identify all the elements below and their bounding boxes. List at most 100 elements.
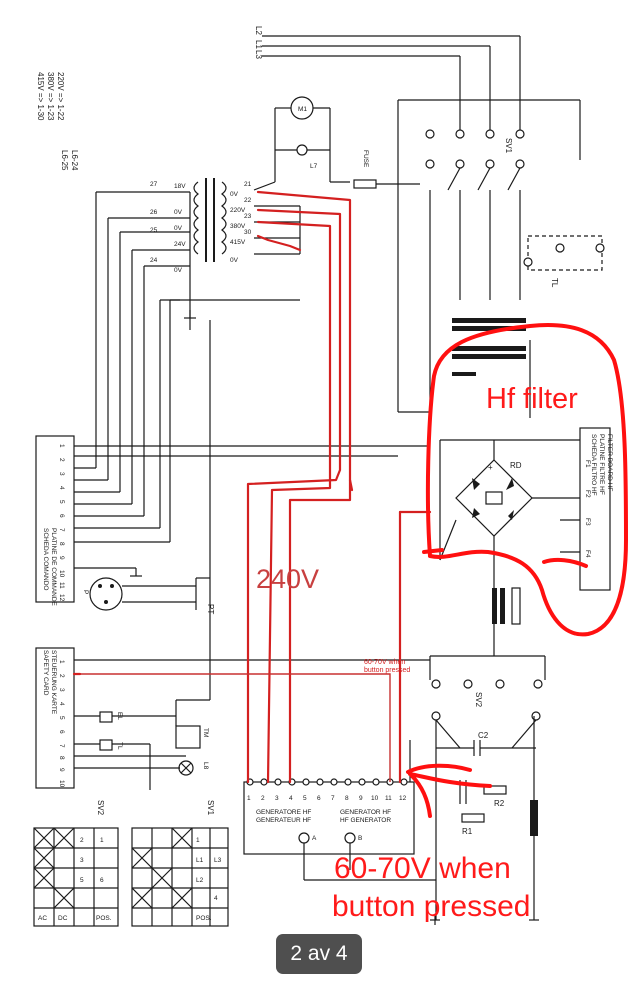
svg-text:7: 7 bbox=[58, 744, 65, 748]
svg-text:5: 5 bbox=[58, 500, 65, 504]
sv1-table-header: SV1 bbox=[206, 800, 215, 816]
label-240v: 240V bbox=[256, 564, 319, 594]
fuse: FUSE bbox=[353, 150, 420, 189]
svg-text:6: 6 bbox=[317, 795, 321, 802]
small-red-note-line-2: button pressed bbox=[364, 667, 410, 674]
tl-relay: TL bbox=[523, 235, 605, 288]
svg-text:3: 3 bbox=[58, 688, 65, 692]
generator-line-1: GENERATORE HF bbox=[256, 809, 311, 816]
label-hf-filter: Hf filter bbox=[486, 383, 578, 415]
tr-pin-22: 22 bbox=[244, 197, 252, 204]
tr-label-220v: 220V bbox=[230, 207, 246, 214]
svg-text:2: 2 bbox=[261, 795, 265, 802]
filter-pin-f2: F2 bbox=[584, 490, 591, 498]
sv2-table-dc: DC bbox=[58, 915, 68, 922]
control-board-line-2: PLATINE DE COMMANDE bbox=[50, 528, 57, 607]
tr-pin-30: 30 bbox=[244, 229, 252, 236]
svg-text:11: 11 bbox=[385, 795, 392, 802]
control-pins: 1 2 3 4 5 6 7 8 9 10 11 12 bbox=[58, 444, 65, 602]
svg-text:L2: L2 bbox=[196, 877, 204, 884]
svg-text:12: 12 bbox=[399, 795, 407, 802]
svg-text:1: 1 bbox=[247, 795, 251, 802]
svg-text:6: 6 bbox=[100, 877, 104, 884]
svg-text:2: 2 bbox=[58, 674, 65, 678]
svg-text:12: 12 bbox=[58, 594, 65, 602]
main-transformer: 21 22 23 30 0V 220V 380V 415V 0V 18V 0V … bbox=[96, 178, 350, 330]
tr-label-380v: 380V bbox=[230, 223, 246, 230]
svg-text:4: 4 bbox=[58, 486, 65, 490]
generator-line-3: GENERATOR HF bbox=[340, 809, 391, 816]
control-board: SCHEDA COMANDO PLATINE DE COMMANDE 1 2 3… bbox=[35, 192, 430, 607]
voltage-table-380: 380V => 1-23 bbox=[46, 72, 55, 121]
torch-plug: P PT bbox=[82, 577, 215, 614]
svg-text:11: 11 bbox=[58, 582, 65, 589]
output-choke bbox=[430, 560, 545, 657]
svg-text:8: 8 bbox=[58, 542, 65, 546]
sv1-table-pos: POS. bbox=[196, 915, 212, 922]
mains-input: L1 L2 L3 bbox=[254, 26, 521, 130]
tr-sec-0v: 0V bbox=[174, 209, 183, 216]
tr-label-0v-b: 0V bbox=[230, 257, 239, 264]
safety-card: SAFETY CARD STEUERUNG KARTE 1 2 3 4 5 6 … bbox=[35, 647, 430, 789]
tr-sec-24v: 24V bbox=[174, 241, 186, 248]
mains-l3-label: L3 bbox=[254, 50, 263, 59]
lamp-l7-label: L7 bbox=[310, 163, 318, 170]
tr-pin-21: 21 bbox=[244, 181, 252, 188]
svg-text:4: 4 bbox=[214, 895, 218, 902]
voltage-table-220: 220V => 1-22 bbox=[56, 72, 65, 121]
relays: EL TL TM L8 bbox=[99, 320, 211, 790]
generator-output-b: B bbox=[358, 835, 362, 842]
svg-text:5: 5 bbox=[303, 795, 307, 802]
tr-sec-pin-24: 24 bbox=[150, 257, 158, 264]
safety-card-line-1: SAFETY CARD bbox=[42, 650, 49, 696]
svg-text:7: 7 bbox=[331, 795, 335, 802]
main-switch-sv1: SV1 bbox=[397, 99, 581, 412]
filter-board-line-3: FILTER BOARD HF bbox=[606, 434, 613, 491]
voltage-table-415: 415V => 1-30 bbox=[36, 72, 45, 121]
control-board-line-1: SCHEDA COMANDO bbox=[42, 528, 49, 590]
svg-text:10: 10 bbox=[58, 570, 65, 578]
tl-label: TL bbox=[550, 278, 559, 288]
tm-label: TM bbox=[202, 728, 209, 737]
sv1-label: SV1 bbox=[504, 138, 513, 154]
safety-card-line-2: STEUERUNG KARTE bbox=[50, 650, 57, 715]
generator-output-a: A bbox=[312, 835, 317, 842]
tr-sec-pin-25: 25 bbox=[150, 227, 158, 234]
svg-text:8: 8 bbox=[58, 756, 65, 760]
tr-sec-pin-27: 27 bbox=[150, 181, 158, 188]
tr-sec-18v: 18V bbox=[174, 183, 186, 190]
hand-annotations: Hf filter 60-70V when button pressed bbox=[332, 323, 628, 923]
fuse-label: FUSE bbox=[362, 150, 369, 168]
svg-text:1: 1 bbox=[100, 837, 104, 844]
p-label: P bbox=[82, 590, 89, 594]
rd-label: RD bbox=[510, 461, 522, 470]
tr-sec-0v-b: 0V bbox=[174, 225, 183, 232]
svg-text:8: 8 bbox=[345, 795, 349, 802]
fan-motor: M1 L7 bbox=[274, 96, 331, 182]
tr-label-0v: 0V bbox=[230, 191, 239, 198]
svg-text:4: 4 bbox=[58, 702, 65, 706]
hf-generator-board: 1 2 3 4 5 6 7 8 9 10 11 12 GENERATORE HF… bbox=[243, 740, 436, 881]
voltage-table: 220V => 1-22 380V => 1-23 415V => 1-30 L… bbox=[36, 72, 79, 171]
svg-text:2: 2 bbox=[58, 458, 65, 462]
page-indicator: 2 av 4 bbox=[276, 934, 362, 974]
r1-label: R1 bbox=[462, 827, 473, 836]
c2-label: C2 bbox=[478, 731, 489, 740]
svg-text:L1: L1 bbox=[196, 857, 204, 864]
tr-label-415v: 415V bbox=[230, 239, 246, 246]
svg-text:10: 10 bbox=[371, 795, 379, 802]
filter-pin-f3: F3 bbox=[584, 518, 591, 526]
label-60-70v-line-2: button pressed bbox=[332, 890, 530, 923]
svg-text:3: 3 bbox=[58, 472, 65, 476]
generator-line-4: HF GENERATOR bbox=[340, 817, 391, 824]
red-wire-overlays: 60-70V when button pressed 240V bbox=[72, 190, 432, 784]
mains-l1-label: L1 bbox=[254, 40, 263, 49]
sv2-table-ac: AC bbox=[38, 915, 47, 922]
svg-text:7: 7 bbox=[58, 528, 65, 532]
svg-text:1: 1 bbox=[196, 837, 200, 844]
lamp-label-l6-25: L6-25 bbox=[60, 150, 69, 171]
generator-line-2: GENERATEUR HF bbox=[256, 817, 311, 824]
svg-text:3: 3 bbox=[80, 857, 84, 864]
tr-sec-0v-c: 0V bbox=[174, 267, 183, 274]
